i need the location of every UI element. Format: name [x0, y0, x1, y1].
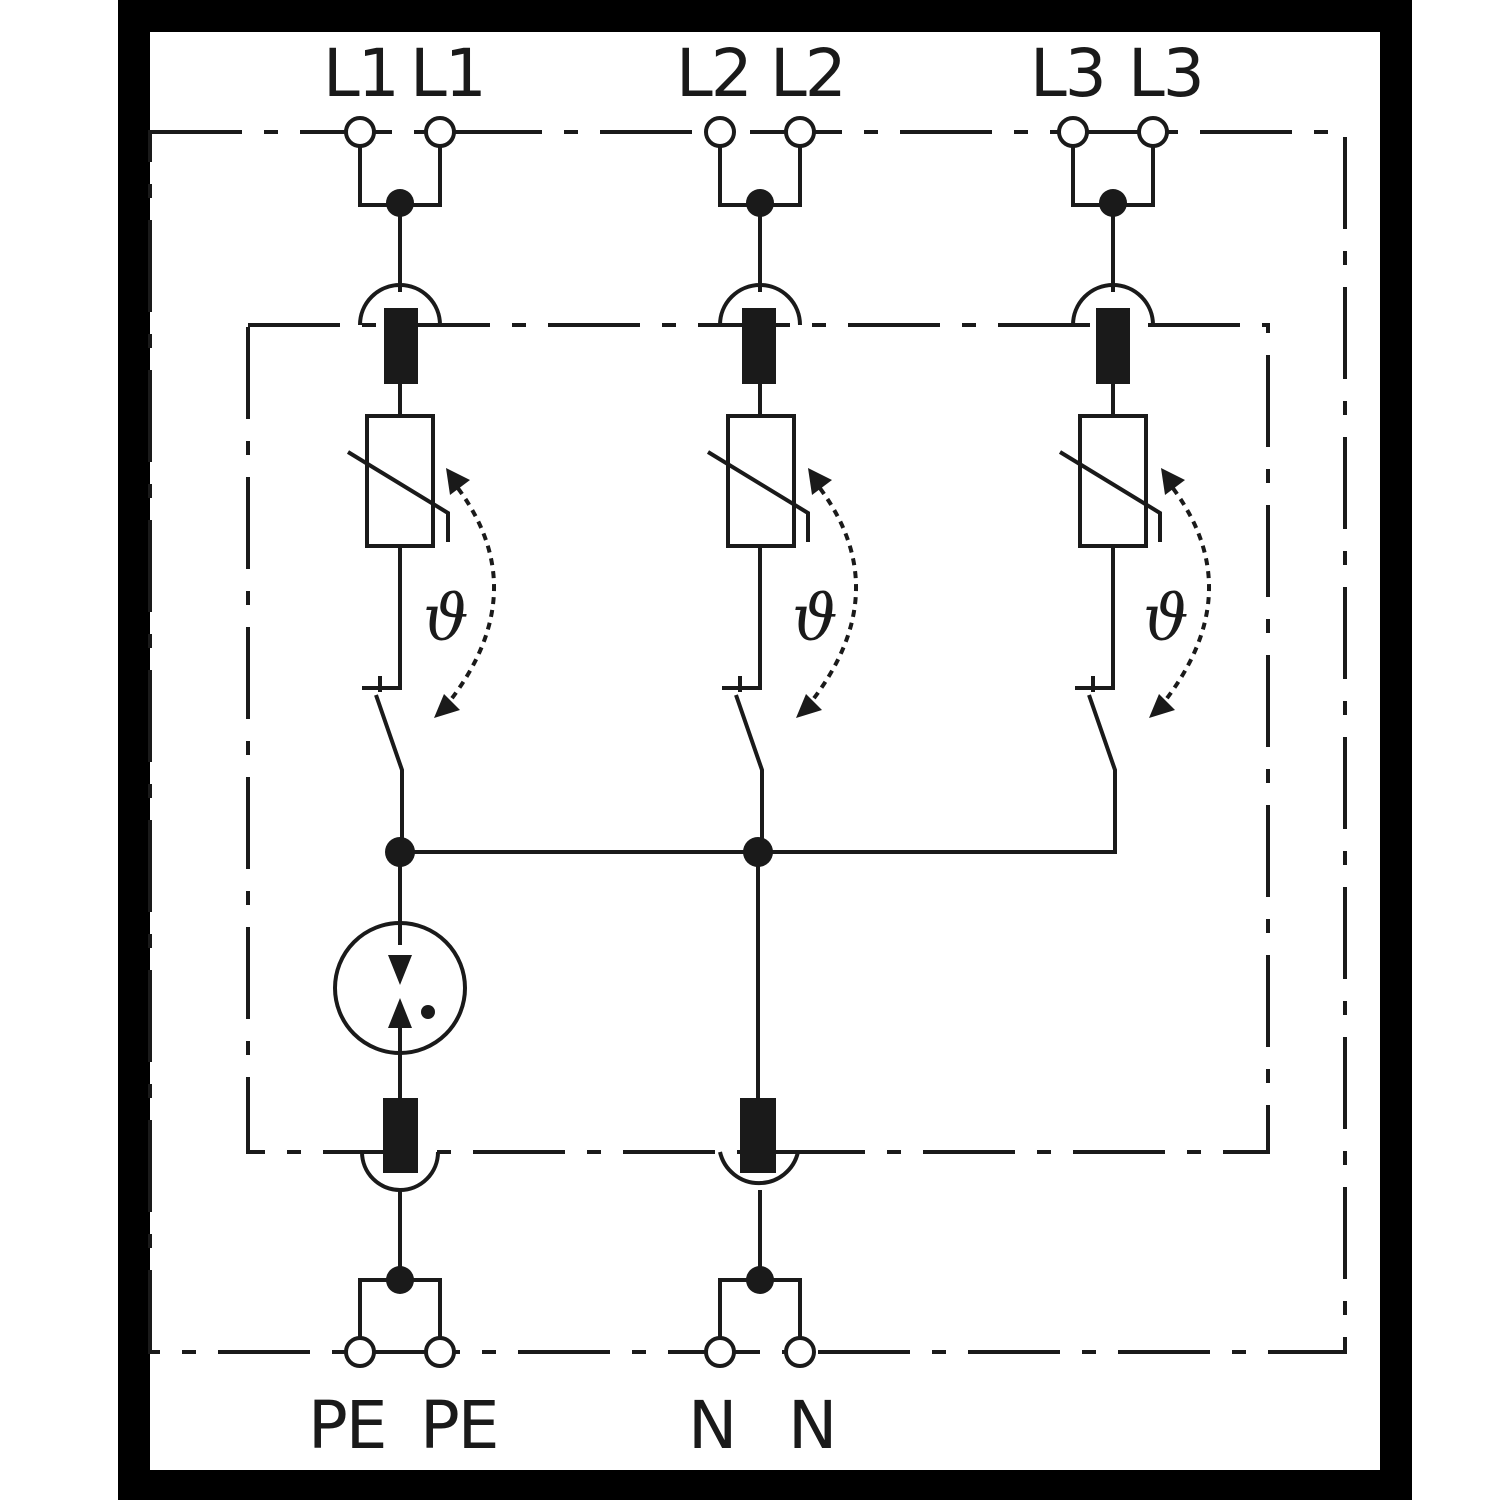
thermal-symbol: ϑ [423, 582, 469, 656]
fuse-bridge [358, 283, 442, 326]
terminal-label-l3-b: L3 [1128, 35, 1203, 112]
phase-branch-l1: ϑ [346, 132, 496, 840]
thermal-symbol: ϑ [792, 582, 838, 656]
terminal-l1-a [344, 116, 376, 148]
terminal-l3-b [1137, 116, 1169, 148]
phase-branch-l2: ϑ [706, 132, 858, 852]
terminal-pe-a [344, 1336, 376, 1368]
terminal-label-l1-a: L1 [323, 35, 398, 112]
bottom-labels: PE PE N N [308, 1387, 837, 1464]
pe-branch [333, 852, 467, 1352]
fuse-icon [742, 308, 776, 384]
thermal-switch-icon [734, 694, 764, 852]
terminal-n-b [784, 1336, 816, 1368]
enclosure-outer [148, 130, 1347, 1354]
terminal-label-l3-a: L3 [1030, 35, 1105, 112]
fuse-icon [740, 1098, 776, 1173]
fuse-icon [384, 308, 418, 384]
terminal-pe-b [424, 1336, 456, 1368]
terminals-bottom [344, 1336, 816, 1368]
terminal-label-l2-a: L2 [676, 35, 751, 112]
fuse-icon [1096, 308, 1130, 384]
terminal-label-pe-a: PE [308, 1387, 386, 1464]
fuse-icon [383, 1098, 418, 1173]
fuse-bridge [718, 283, 802, 326]
outer-frame [118, 0, 1412, 1500]
thermal-switch-icon [374, 694, 404, 840]
terminal-l1-b [424, 116, 456, 148]
varistor-icon [365, 414, 435, 548]
terminal-label-pe-b: PE [420, 1387, 498, 1464]
terminal-label-n-a: N [688, 1387, 735, 1464]
thermal-switch-icon [1087, 694, 1117, 852]
terminal-label-n-b: N [788, 1387, 835, 1464]
terminal-n-a [704, 1336, 736, 1368]
varistor-icon [726, 414, 796, 548]
terminal-l3-a [1057, 116, 1089, 148]
terminals-top [344, 116, 1169, 148]
fuse-bridge [718, 1151, 800, 1186]
n-branch [718, 852, 802, 1352]
terminal-l2-a [704, 116, 736, 148]
terminal-l2-b [784, 116, 816, 148]
common-bus [385, 770, 1117, 867]
enclosure-inner [246, 323, 1270, 1154]
phase-branch-l3: ϑ [1058, 132, 1211, 852]
terminal-label-l1-b: L1 [410, 35, 485, 112]
fuse-bridge [1071, 283, 1155, 326]
terminal-label-l2-b: L2 [770, 35, 845, 112]
top-labels: L1 L1 L2 L2 L3 L3 [323, 35, 1205, 112]
thermal-symbol: ϑ [1143, 582, 1189, 656]
varistor-icon [1078, 414, 1148, 548]
